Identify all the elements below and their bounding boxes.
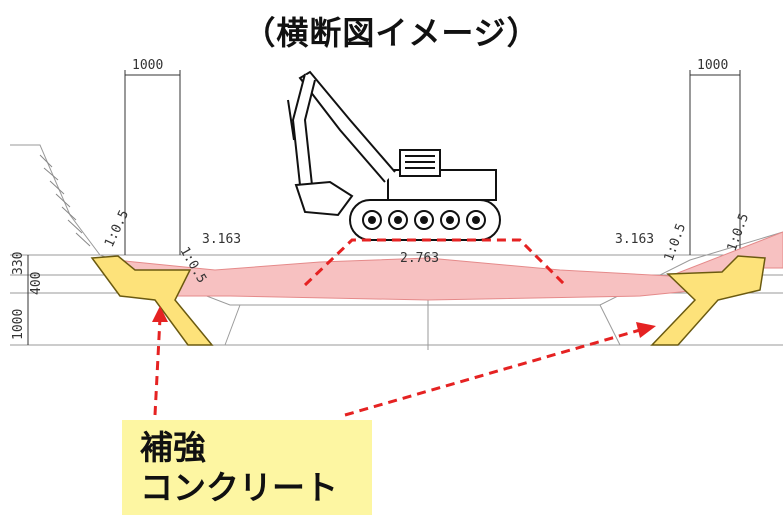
dashed-guide-lines xyxy=(153,238,641,417)
dim-height-b: 400 xyxy=(29,272,44,295)
excavation-fill-zone xyxy=(94,231,783,301)
reinforcing-concrete-callout: 補強 コンクリート xyxy=(122,420,372,515)
dim-left-width: 1000 xyxy=(132,58,163,73)
callout-line-2: コンクリート xyxy=(140,468,338,507)
left-reinforcing-concrete xyxy=(90,255,214,346)
dim-left-offset: 3.163 xyxy=(202,232,241,247)
dim-right-slope-inner: 1:0.5 xyxy=(662,221,689,263)
diagram-title: （横断図イメージ） xyxy=(243,14,540,52)
dim-right-offset: 3.163 xyxy=(615,232,654,247)
left-slope-hatching xyxy=(39,154,91,247)
dim-height-a: 330 xyxy=(11,252,26,275)
dim-left-slope-outer: 1:0.5 xyxy=(102,208,132,250)
dim-right-width: 1000 xyxy=(697,58,728,73)
excavator-icon xyxy=(287,70,501,241)
callout-line-1: 補強 xyxy=(140,428,206,467)
arrowheads xyxy=(152,306,656,338)
right-reinforcing-concrete xyxy=(650,255,766,346)
dim-center-value: 2.763 xyxy=(400,251,439,266)
dim-height-c: 1000 xyxy=(11,309,26,340)
dimension-lines xyxy=(27,70,741,345)
